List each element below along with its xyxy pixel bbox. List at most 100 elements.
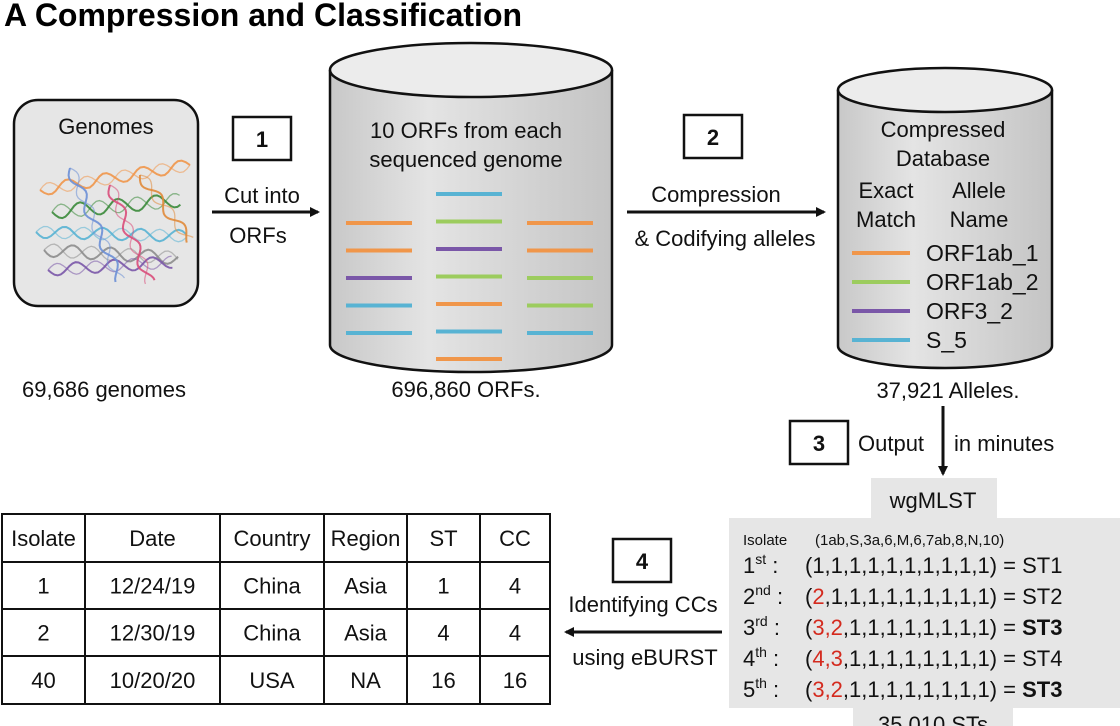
row-colon: : <box>771 584 783 609</box>
orf-bar <box>436 329 502 334</box>
step2-label-line2: & Codifying alleles <box>635 226 816 251</box>
row-colon: : <box>766 553 778 578</box>
step3-label-left: Output <box>858 431 924 456</box>
step4-box <box>611 537 673 584</box>
wgmlst-profile: (3,2,1,1,1,1,1,1,1,1) = ST3 <box>805 615 1062 640</box>
sequence-type: ST4 <box>1022 646 1062 671</box>
step3-number: 3 <box>813 431 825 456</box>
step4: 4 Identifying CCs using eBURST <box>564 537 722 670</box>
row-ordinal-suffix: th <box>755 644 767 660</box>
orf-db-label-line1: 10 ORFs from each <box>370 118 562 143</box>
table-cell: 4 <box>509 574 521 599</box>
row-colon: : <box>767 677 779 702</box>
table-cell: 1 <box>37 574 49 599</box>
wgmlst-panel: wgMLST Isolate (1ab,S,3a,6,M,6,7ab,8,N,1… <box>729 478 1120 726</box>
sequence-type: ST3 <box>1022 677 1062 702</box>
dna-strand <box>47 256 173 277</box>
sequence-type: ST1 <box>1022 553 1062 578</box>
table-header-cell: CC <box>499 526 531 551</box>
genomes-panel: Genomes 69,686 genomes <box>12 98 200 402</box>
table-cell: 2 <box>37 621 49 646</box>
table-header-cell: Region <box>331 526 401 551</box>
compressed-db-label-line1: Compressed <box>881 117 1006 142</box>
table-cell: NA <box>350 668 381 693</box>
dna-strand <box>35 225 187 243</box>
table-cell: Asia <box>344 621 388 646</box>
table-cell: 12/30/19 <box>110 621 196 646</box>
row-ordinal: 2 <box>743 584 755 609</box>
orf-cylinder-top <box>328 41 614 99</box>
dna-strand <box>109 184 149 285</box>
orf-bar <box>436 357 502 361</box>
compressed-db-count: 37,921 Alleles. <box>876 378 1019 403</box>
allele-name: S_5 <box>926 327 967 353</box>
table-cell: China <box>243 621 301 646</box>
table-cell: USA <box>249 668 295 693</box>
allele-swatch <box>852 338 910 342</box>
allele-swatch <box>852 309 910 313</box>
figure-title: A Compression and Classification <box>4 0 522 33</box>
row-ordinal: 3 <box>743 615 755 640</box>
wgmlst-profile: (1,1,1,1,1,1,1,1,1,1) = ST1 <box>805 553 1062 578</box>
sequence-type: ST2 <box>1022 584 1062 609</box>
row-colon: : <box>767 646 779 671</box>
row-ordinal: 5 <box>743 677 755 702</box>
table-cell: 4 <box>437 621 449 646</box>
row-colon: : <box>768 615 780 640</box>
table-cell: 4 <box>509 621 521 646</box>
wgmlst-footer-bg <box>853 706 1013 726</box>
dna-strand <box>39 163 191 192</box>
allele-swatch <box>852 280 910 284</box>
orf-bar <box>527 303 593 308</box>
orf-bar <box>346 303 412 308</box>
step1-box <box>231 115 293 162</box>
row-ordinal-suffix: st <box>755 551 766 567</box>
orf-bar <box>346 248 412 253</box>
orf-bar <box>346 221 412 225</box>
dna-strand <box>107 184 156 281</box>
genomes-count: 69,686 genomes <box>22 377 186 402</box>
row-ordinal: 4 <box>743 646 755 671</box>
step1: 1 Cut into ORFs <box>212 115 320 248</box>
step3: 3 Output in minutes <box>788 406 1054 476</box>
dna-strand <box>67 167 119 283</box>
allele-name-header-line2: Name <box>950 207 1009 232</box>
dna-strand <box>138 174 188 243</box>
orf-bar <box>436 219 502 224</box>
dna-strand <box>43 244 179 265</box>
orf-db-label-line2: sequenced genome <box>369 147 562 172</box>
orf-bar <box>346 276 412 280</box>
exact-match-header-line1: Exact <box>858 178 913 203</box>
wgmlst-title-bg <box>871 478 997 520</box>
step1-label-line1: Cut into <box>224 183 300 208</box>
wgmlst-profile: (3,2,1,1,1,1,1,1,1,1) = ST3 <box>805 677 1062 702</box>
orf-bar <box>527 221 593 225</box>
table-header-cell: Date <box>129 526 175 551</box>
wgmlst-title: wgMLST <box>889 488 977 513</box>
orf-database: 10 ORFs from each sequenced genome 696,8… <box>328 41 614 402</box>
wgmlst-row: 1st : <box>743 551 778 578</box>
step4-label-line2: using eBURST <box>572 645 718 670</box>
orf-bar <box>436 302 502 306</box>
table-cell: 40 <box>31 668 55 693</box>
allele-swatch <box>852 251 910 255</box>
orf-bars <box>346 192 593 361</box>
step1-label-line2: ORFs <box>229 223 286 248</box>
step1-number: 1 <box>256 127 268 152</box>
sequence-type: ST3 <box>1022 615 1062 640</box>
table-header-cell: Isolate <box>11 526 76 551</box>
wgmlst-profile: (4,3,1,1,1,1,1,1,1,1) = ST4 <box>805 646 1062 671</box>
orf-bar <box>346 331 412 335</box>
step2: 2 Compression & Codifying alleles <box>627 113 826 251</box>
table-header-cell: ST <box>429 526 457 551</box>
row-ordinal-suffix: th <box>755 675 767 691</box>
orf-bar <box>527 331 593 335</box>
dna-strand <box>139 174 194 238</box>
orf-bar <box>436 247 502 251</box>
wgmlst-profile: (2,1,1,1,1,1,1,1,1,1) = ST2 <box>805 584 1062 609</box>
step3-label-right: in minutes <box>954 431 1054 456</box>
wgmlst-body-bg <box>729 518 1120 708</box>
step2-box <box>682 113 744 160</box>
